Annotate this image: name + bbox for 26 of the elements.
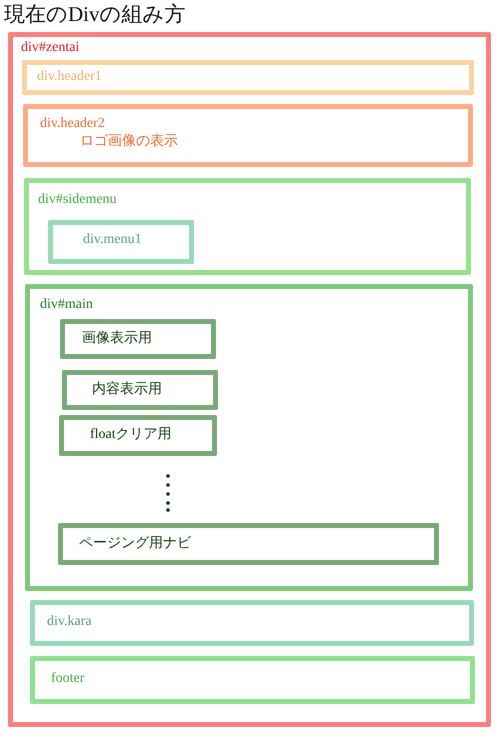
block-label: ページング用ナビ [79,535,192,553]
block-label: div.header1 [37,68,103,86]
block-label: floatクリア用 [90,426,173,444]
block-label: div#zentai [21,39,80,57]
block-label: 画像表示用 [82,330,153,348]
div-block [24,178,471,275]
block-label: div#main [40,296,94,314]
block-label: div#sidemenu [38,191,118,209]
div-block [8,32,491,727]
block-description: ロゴ画像の表示 [80,133,179,151]
div-block [30,656,475,704]
div-block [22,60,474,95]
block-label: div.header2 [40,115,106,133]
div-block [58,523,439,565]
block-label: div.menu1 [83,231,143,249]
div-block [23,104,473,167]
div-block [62,370,218,410]
div-block [60,319,216,359]
div-block [59,415,217,456]
block-label: div.kara [47,613,93,631]
div-block [25,284,473,591]
diagram-title: 現在のDivの組み方 [4,1,186,28]
div-block [30,600,474,646]
block-label: 内容表示用 [92,381,163,399]
block-label: footer [51,670,86,688]
div-block [48,220,194,264]
